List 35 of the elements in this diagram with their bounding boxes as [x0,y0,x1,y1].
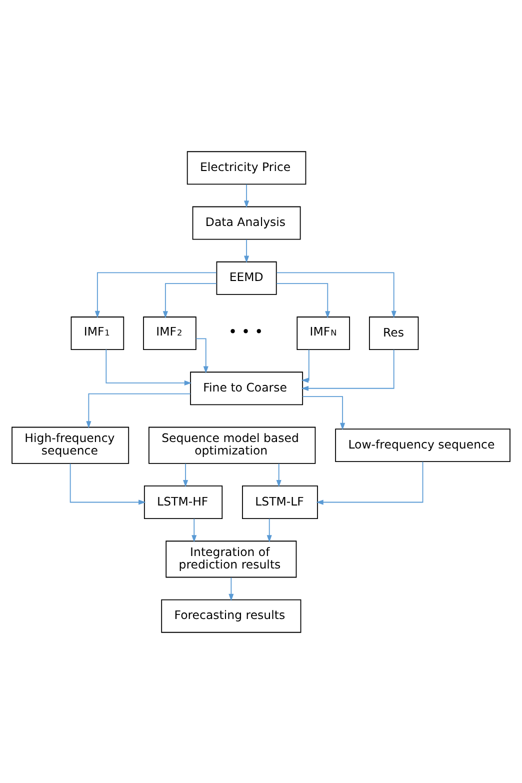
node-box: Forecasting results [161,598,302,632]
arrow [244,183,250,208]
node-box: Sequence model based optimization [148,426,316,464]
arrow [162,282,218,318]
node-box: LSTM-LF [242,485,318,518]
arrow [302,396,346,430]
arrow [316,460,424,504]
node-box: Res [369,316,419,350]
node-box: IMF1 [70,316,124,350]
arrow [266,518,272,542]
arrow [276,272,396,318]
arrow [70,462,146,504]
arrow [94,272,217,318]
arrow [276,462,282,487]
node-box: Data Analysis [192,206,301,240]
node-box: EEMD [216,260,277,294]
label: • • • [228,324,264,340]
arrow [276,282,330,318]
arrow [228,576,234,601]
arrow [244,238,250,262]
node-box: IMF2 [143,316,196,350]
node-box: LSTM-HF [144,485,223,518]
node-box: Fine to Coarse [190,371,304,405]
node-box: IMFN [296,316,350,350]
arrow [183,462,188,487]
node-box: Electricity Price [186,150,306,184]
arrow [301,348,310,382]
arrow [86,392,191,428]
arrow [192,518,197,542]
node-box: High-frequency sequence [12,426,130,464]
arrow [106,348,192,385]
node-box: Integration of prediction results [166,540,297,578]
node-box: Low-frequency sequence [335,428,510,462]
arrow [196,338,208,373]
arrow [301,348,394,390]
